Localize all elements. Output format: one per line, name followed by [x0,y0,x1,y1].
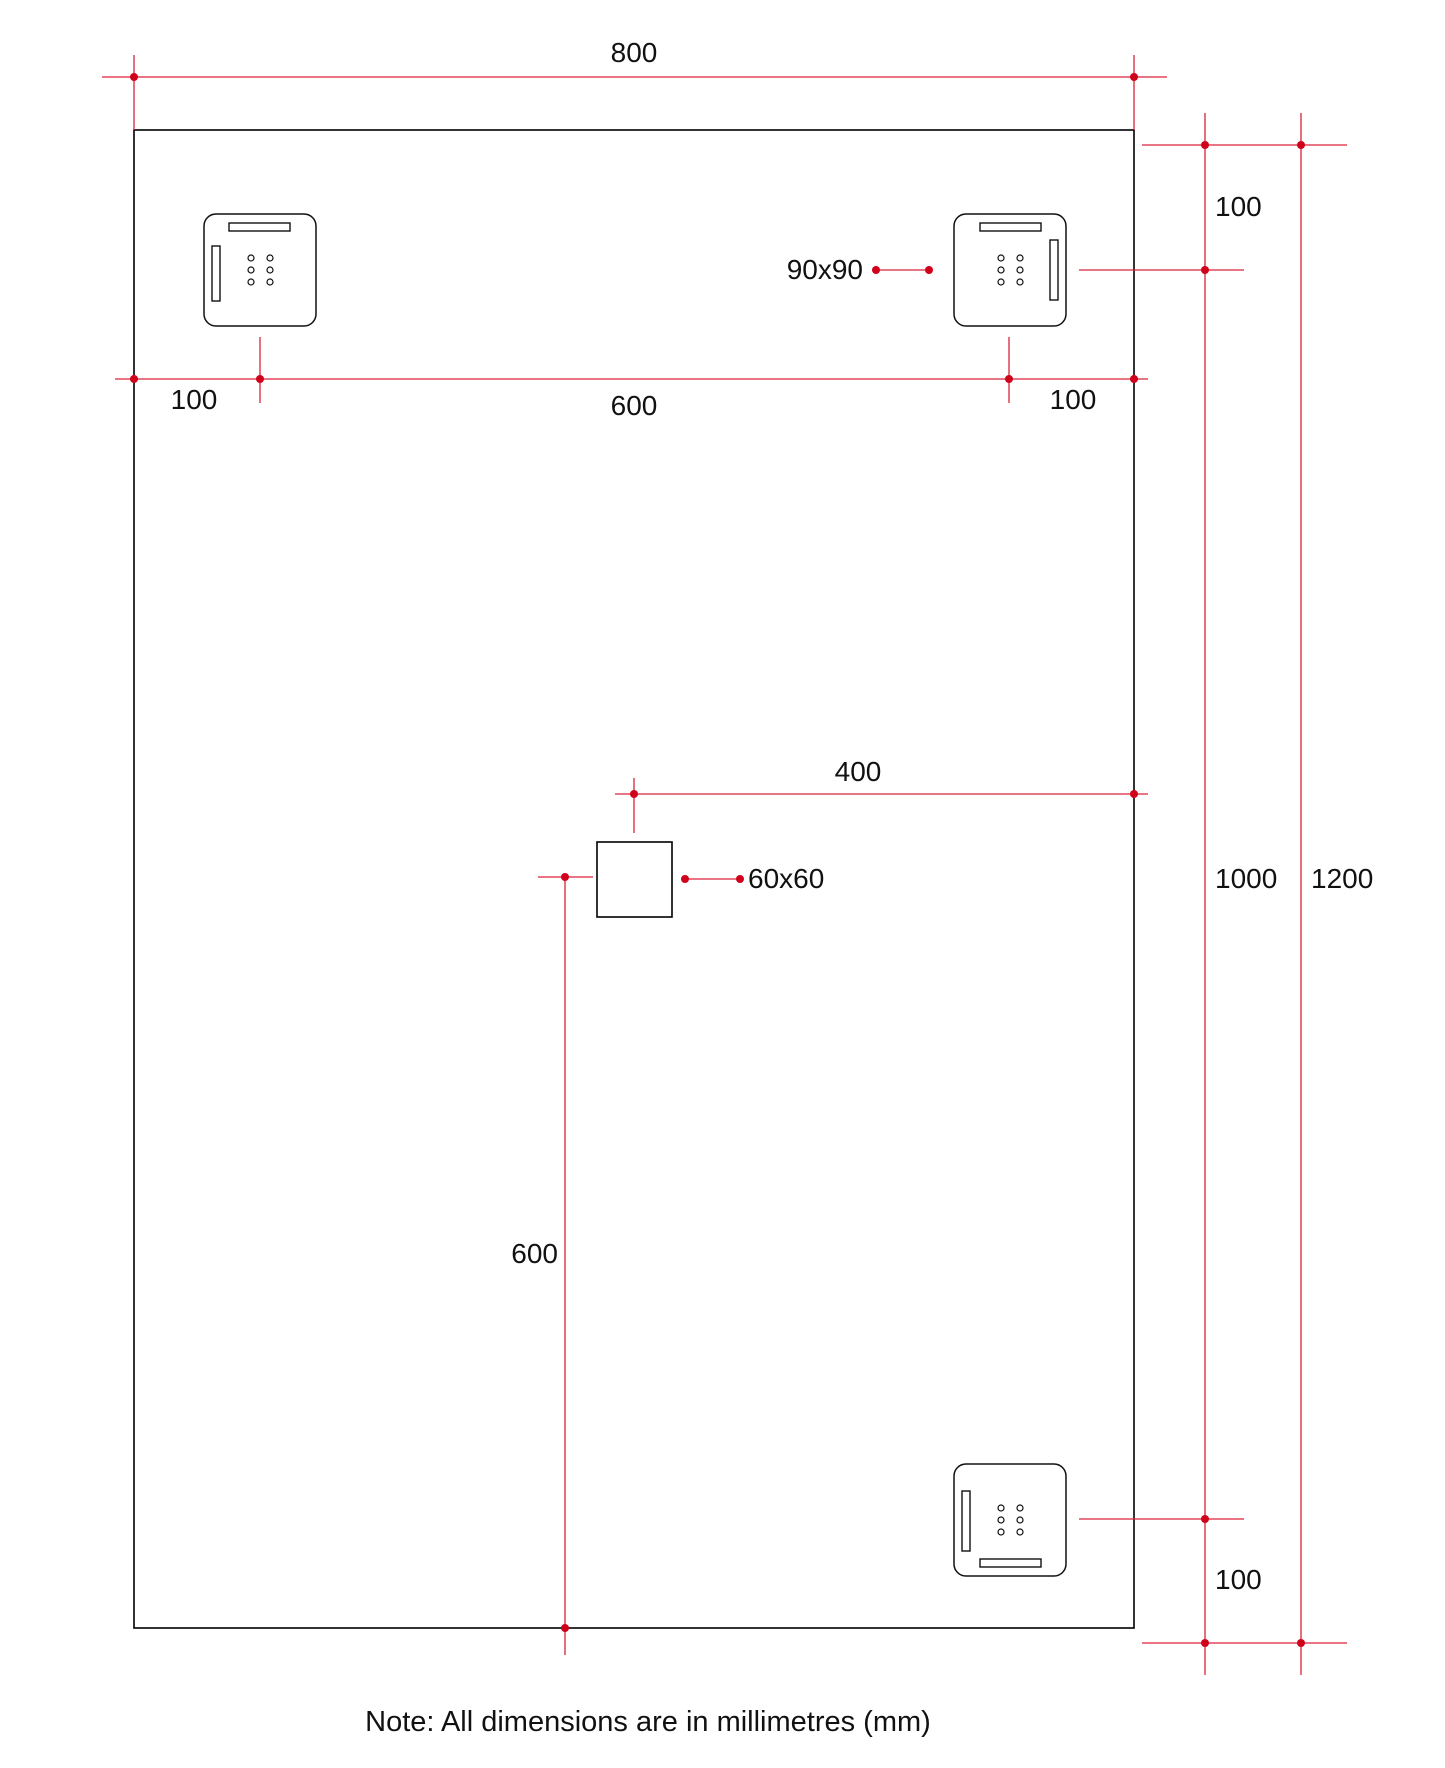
dim-point-height: 600 [511,873,593,1655]
dim-bracket-size: 90x90 [787,254,933,285]
dim-point-height-label: 600 [511,1238,558,1269]
dim-overall-height-label: 1200 [1311,863,1373,894]
units-note: Note: All dimensions are in millimetres … [365,1706,931,1738]
mirror-outline [133,129,1135,1629]
dim-bracket-size-label: 90x90 [787,254,863,285]
dim-point-horizontal-label: 400 [835,756,882,787]
bracket-bottom-right [953,1463,1067,1577]
dim-overall-width-label: 800 [611,37,658,68]
dim-point-size: 60x60 [681,863,824,894]
dim-vertical-chain: 100 1000 1200 100 [1079,113,1373,1675]
dim-overall-width: 800 [102,37,1167,130]
dim-bottom-offset-label: 100 [1215,1564,1262,1595]
dim-bracket-spacing: 100 600 100 [115,337,1148,421]
dim-right-offset-label: 100 [1050,384,1097,415]
fixing-point-box [596,841,673,918]
dim-point-size-label: 60x60 [748,863,824,894]
dim-top-offset-label: 100 [1215,191,1262,222]
dim-left-offset-label: 100 [171,384,218,415]
bracket-top-left [203,213,317,327]
dim-point-horizontal: 400 [615,756,1148,833]
dim-bracket-spacing-label: 600 [611,390,658,421]
bracket-top-right [953,213,1067,327]
dim-bracket-vertical-spacing-label: 1000 [1215,863,1277,894]
